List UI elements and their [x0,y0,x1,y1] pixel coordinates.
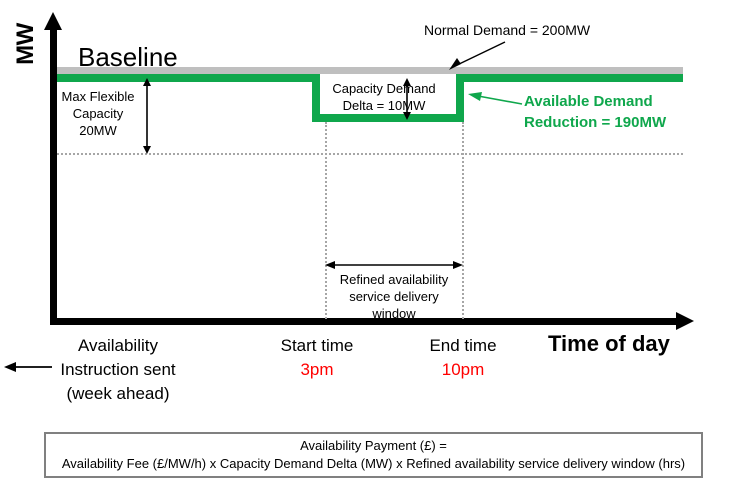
start-time-title: Start time [280,336,354,355]
green-trace-segment-right [456,74,683,82]
max-flexible-capacity-line-3: 20MW [79,123,117,138]
payment-formula-line-2: Availability Fee (£/MW/h) x Capacity Dem… [61,456,686,471]
delivery-window-line-3: window [372,306,416,321]
x-axis-arrowhead-icon [676,312,694,330]
available-demand-reduction-label: Available Demand Reduction = 190MW [524,91,666,133]
available-demand-reduction-line-2: Reduction = 190MW [524,114,667,131]
normal-demand-pointer-arrow-icon [449,41,506,70]
delivery-window-line-2: service delivery [349,289,439,304]
normal-demand-label: Normal Demand = 200MW [424,22,591,38]
availability-instruction-line-3: (week ahead) [66,384,170,403]
green-trace-segment-rise [456,74,464,122]
delivery-window-label: Refined availability service delivery wi… [330,271,458,322]
available-demand-reduction-pointer-arrow-icon [468,92,523,105]
capacity-demand-delta-line-1: Capacity Demand [332,81,436,96]
delivery-window-dimension-arrow-icon [325,261,463,269]
capacity-demand-delta-label: Capacity Demand Delta = 10MW [330,80,438,114]
max-flexible-capacity-line-1: Max Flexible [61,89,135,104]
y-axis-label: MW [12,23,39,65]
max-flexible-capacity-gridline [57,153,683,155]
availability-instruction-line-2: Instruction sent [60,360,176,379]
end-time-gridline [462,122,464,319]
availability-instruction-label: Availability Instruction sent (week ahea… [48,334,188,406]
start-time-block: Start time 3pm [247,334,387,382]
capacity-demand-delta-dimension-arrow-icon [403,78,411,120]
available-demand-reduction-line-1: Available Demand [524,93,653,110]
max-flexible-capacity-label: Max Flexible Capacity 20MW [50,88,146,139]
y-axis-arrowhead-icon [44,12,62,30]
green-trace-segment-drop [312,74,320,122]
availability-payment-formula-box: Availability Payment (£) = Availability … [44,432,703,478]
delivery-window-line-1: Refined availability [339,272,449,287]
start-time-value: 3pm [300,360,334,379]
normal-demand-baseline-line [57,67,683,74]
green-trace-segment-bottom [312,114,464,122]
x-axis-label: Time of day [548,331,670,356]
max-flexible-capacity-dimension-arrow-icon [143,78,151,154]
y-axis-line [50,28,57,325]
capacity-demand-delta-line-2: Delta = 10MW [342,98,426,113]
x-axis-line [50,318,683,325]
availability-instruction-line-1: Availability [77,336,158,355]
end-time-value: 10pm [441,360,485,379]
end-time-title: End time [429,336,497,355]
availability-instruction-arrow-icon [4,362,52,372]
payment-formula-line-1: Availability Payment (£) = [300,438,447,453]
max-flexible-capacity-line-2: Capacity [72,106,124,121]
green-trace-segment-left [57,74,319,82]
end-time-block: End time 10pm [393,334,533,382]
start-time-gridline [325,122,327,319]
